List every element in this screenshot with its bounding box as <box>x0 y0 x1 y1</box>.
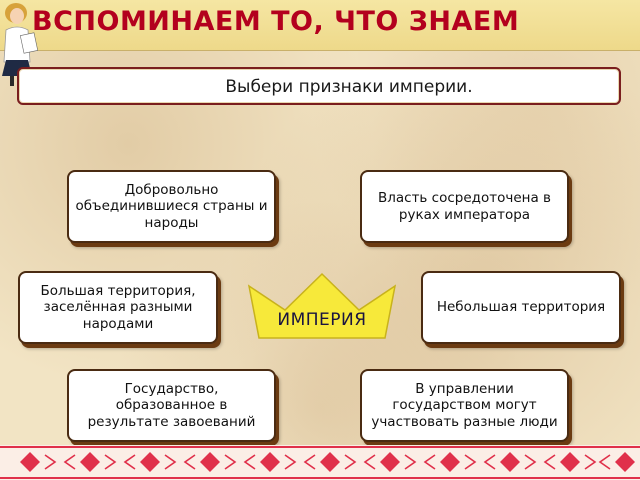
option-large-territory[interactable]: Большая территория, заселённая разными н… <box>18 271 218 344</box>
crown-icon <box>247 272 397 339</box>
question-text: Выбери признаки империи. <box>225 77 473 97</box>
ornament-border <box>0 445 640 480</box>
option-small-territory[interactable]: Небольшая территория <box>421 271 621 344</box>
option-voluntary-union[interactable]: Добровольно объединившиеся страны и наро… <box>67 170 276 243</box>
option-various-people-govern[interactable]: В управлении государством могут участвов… <box>360 369 569 442</box>
option-label: Государство, образованное в результате з… <box>87 380 256 430</box>
question-box: Выбери признаки империи. <box>17 67 621 105</box>
option-label: Небольшая территория <box>436 299 606 316</box>
option-label: В управлении государством могут участвов… <box>371 380 558 430</box>
option-emperor-power[interactable]: Власть сосредоточена в руках императора <box>360 170 569 243</box>
crown-label: ИМПЕРИЯ <box>277 310 367 330</box>
option-label: Власть сосредоточена в руках императора <box>377 190 552 223</box>
option-label: Добровольно объединившиеся страны и наро… <box>75 181 268 231</box>
header-bar: ВСПОМИНАЕМ ТО, ЧТО ЗНАЕМ <box>0 0 640 51</box>
page-title: ВСПОМИНАЕМ ТО, ЧТО ЗНАЕМ <box>32 6 520 37</box>
option-conquest-state[interactable]: Государство, образованное в результате з… <box>67 369 276 442</box>
option-label: Большая территория, заселённая разными н… <box>40 282 196 332</box>
